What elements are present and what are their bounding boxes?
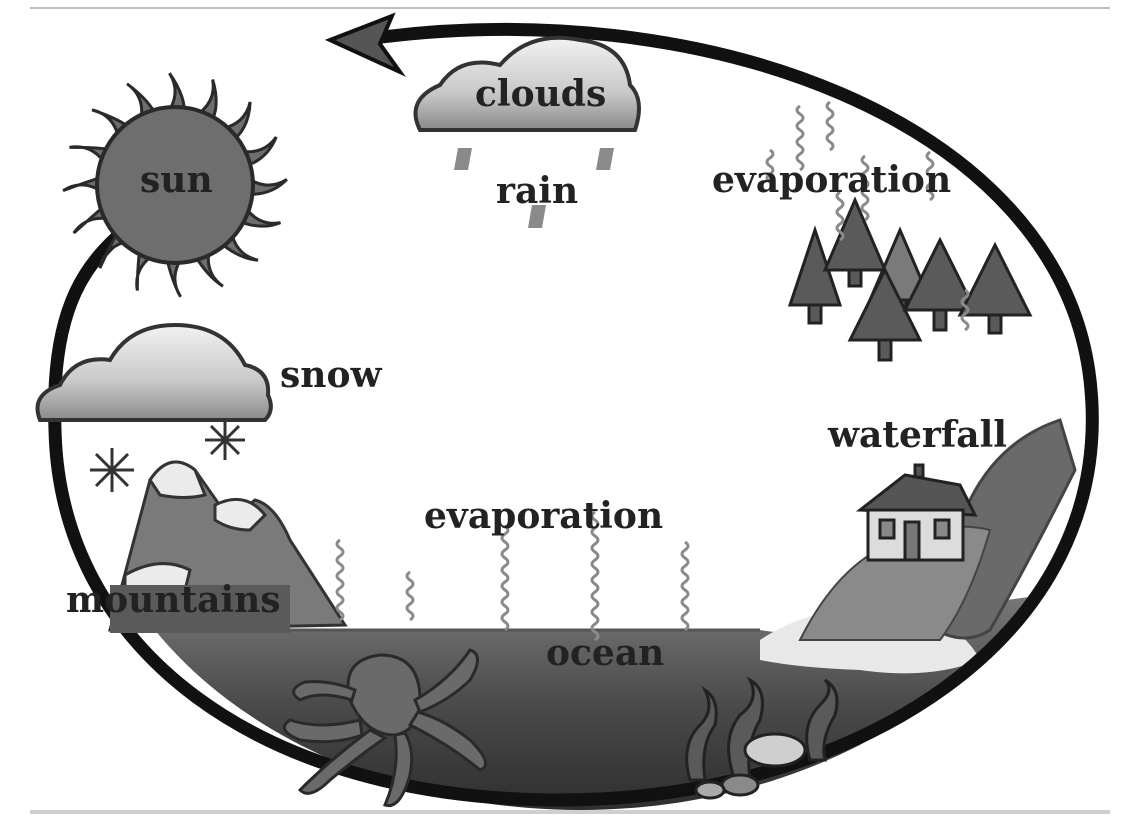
- sun-icon: [62, 72, 288, 298]
- seaweed-icon: [685, 676, 839, 800]
- vapor-line: [825, 100, 835, 152]
- mountain-icon: [108, 460, 348, 633]
- snow-cloud-icon: [35, 322, 273, 422]
- tree-icon: [787, 196, 1033, 362]
- clouds-label: clouds: [475, 73, 606, 115]
- vapor-line: [765, 148, 775, 192]
- mountains-label: mountains: [66, 579, 281, 621]
- vapor-line: [795, 104, 805, 172]
- octopus-icon: [282, 648, 488, 808]
- vapor-line: [925, 150, 935, 202]
- vapor-line: [860, 154, 870, 222]
- cloud-icon: [413, 35, 641, 132]
- cycle-arrow-icon: [324, 12, 406, 77]
- evaporation-top-label: evaporation: [712, 159, 951, 201]
- vapor-icon: [335, 100, 970, 642]
- snowflake-icon: [90, 420, 245, 492]
- vapor-line: [500, 524, 510, 632]
- vapor-line: [590, 510, 600, 642]
- snow-label: snow: [280, 354, 382, 396]
- vapor-line: [335, 538, 345, 622]
- rain-icon: [454, 148, 614, 228]
- ocean-label: ocean: [546, 632, 664, 674]
- rain-label: rain: [496, 170, 578, 212]
- evaporation-middle-label: evaporation: [424, 495, 663, 537]
- vapor-line: [835, 190, 845, 242]
- waterfall-label: waterfall: [827, 414, 1007, 456]
- vapor-line: [680, 540, 690, 632]
- house-icon: [855, 463, 978, 562]
- sun-label: sun: [140, 159, 213, 201]
- vapor-line: [960, 288, 970, 332]
- vapor-line: [405, 570, 415, 622]
